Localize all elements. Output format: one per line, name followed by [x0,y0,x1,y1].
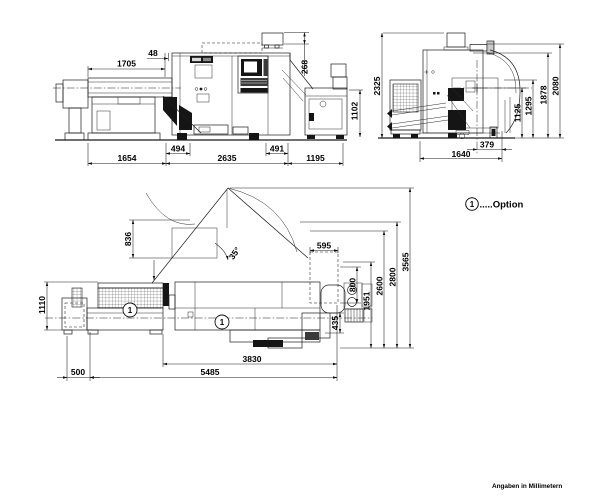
spindle-center-mark [472,83,482,93]
plan-dimensions: 836 1110 595 800 435 1951 2600 2800 3565 [37,187,414,381]
dim-conveyor-height: 1102 [350,102,360,121]
side-view: 1705 48 268 1102 494 491 1654 2635 1195 [53,32,363,166]
svg-text:1: 1 [128,306,133,315]
dim-spindle-height: 1125 [513,104,523,123]
dim-feeder-length: 1654 [118,153,137,163]
turret-cover [320,284,346,314]
dim-width: 1640 [452,149,471,159]
dim-machine-length-plan: 3830 [243,354,262,364]
machine-side [162,52,314,140]
dim-feeder-offset: 500 [71,367,85,377]
machine-plan [163,281,373,349]
control-panel [237,55,269,94]
dim-total-depth: 3565 [401,252,411,271]
bar-feeder-plan [61,282,164,335]
dim-feeder-width: 1110 [37,296,47,314]
dim-step-depth: 435 [330,316,340,330]
dim-bar-length: 1705 [117,59,136,69]
loader-arms [387,102,449,131]
curved-door [489,49,521,134]
vent-chimney [446,32,466,48]
dim-door-angle: 35° [227,245,243,262]
dim-seg-494: 494 [171,144,185,154]
option-marker-number: 1 [470,200,475,209]
dim-gap: 48 [148,48,158,58]
dim-machine-length: 2635 [218,153,237,163]
svg-text:1: 1 [220,318,225,327]
bar-feeder-side [55,77,173,141]
dim-box-depth: 800 [348,278,358,292]
cooling-unit [389,79,422,138]
dim-exhaust-height: 268 [300,60,310,74]
chip-conveyor-side [281,63,348,139]
vent-grid [392,83,419,113]
front-view: 2325 1125 1295 1878 2080 379 1640 [372,32,564,162]
dim-total-length: 5485 [201,367,220,377]
option-note: 1 .....Option [465,197,524,211]
option-marker-icon [465,197,479,211]
dim-box-width: 595 [317,241,331,251]
exhaust-unit-side [201,32,284,54]
plan-option-marker-1: 1 [122,302,138,318]
dim-spindle-offset: 379 [480,140,494,150]
dim-h-1878: 1878 [539,85,549,104]
dim-door-depth: 836 [123,232,133,246]
dim-h-1295: 1295 [524,96,534,115]
brand-plate [190,56,213,63]
machine-front [387,32,532,154]
plan-view: 35° 1 1 836 1110 595 800 [37,187,414,381]
side-dimensions: 1705 48 268 1102 494 491 1654 2635 1195 [87,32,363,166]
option-note-label: .....Option [480,200,524,211]
dim-seg-491: 491 [270,144,284,154]
dim-1951: 1951 [362,291,372,310]
dim-total-height: 2325 [372,76,382,95]
plan-option-marker-2: 1 [214,314,230,330]
units-note: Angaben in Millimetern [492,483,562,490]
dim-conveyor-length: 1195 [306,153,325,163]
front-dimensions: 2325 1125 1295 1878 2080 379 1640 [372,32,564,162]
option-box-outline [309,251,339,304]
dim-2800: 2800 [388,267,398,286]
dim-h-2080: 2080 [551,76,561,95]
door-swing-geometry: 35° [145,187,309,284]
dim-2600: 2600 [375,276,385,295]
